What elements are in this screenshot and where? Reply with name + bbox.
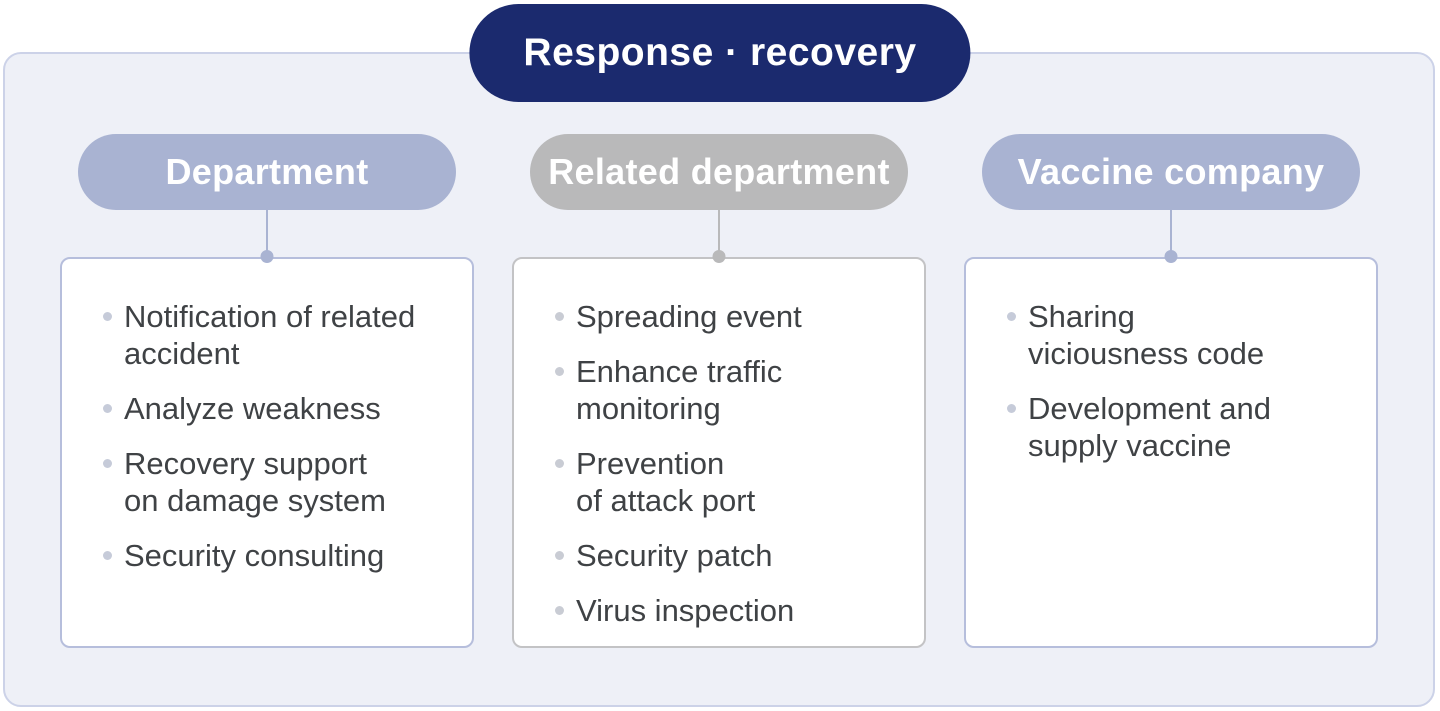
diagram-title: Response · recovery	[523, 31, 917, 74]
list-item: Development and supply vaccine	[1007, 390, 1364, 464]
department-header-pill: Department	[78, 134, 456, 210]
connector-line	[1164, 210, 1178, 263]
related-department-header-pill: Related department	[530, 134, 908, 210]
list-item: Virus inspection	[555, 592, 912, 629]
department-item-list: Notification of related accident Analyze…	[103, 298, 460, 574]
vaccine-company-card: Sharing viciousness code Development and…	[964, 257, 1378, 648]
list-item: Security consulting	[103, 537, 460, 574]
department-card: Notification of related accident Analyze…	[60, 257, 474, 648]
connector-line	[260, 210, 274, 263]
related-department-header-label: Related department	[548, 151, 890, 192]
vaccine-company-item-list: Sharing viciousness code Development and…	[1007, 298, 1364, 464]
connector-dot	[260, 250, 274, 263]
columns-row: Department Notification of related accid…	[60, 134, 1378, 648]
column-department: Department Notification of related accid…	[60, 134, 474, 648]
list-item: Notification of related accident	[103, 298, 460, 372]
column-vaccine-company: Vaccine company Sharing viciousness code…	[964, 134, 1378, 648]
list-item: Enhance traffic monitoring	[555, 353, 912, 427]
related-department-item-list: Spreading event Enhance traffic monitori…	[555, 298, 912, 629]
list-item: Prevention of attack port	[555, 445, 912, 519]
list-item: Sharing viciousness code	[1007, 298, 1364, 372]
connector-dot	[1164, 250, 1178, 263]
list-item: Spreading event	[555, 298, 912, 335]
list-item: Recovery support on damage system	[103, 445, 460, 519]
connector-line	[712, 210, 726, 263]
related-department-card: Spreading event Enhance traffic monitori…	[512, 257, 926, 648]
diagram-board: Department Notification of related accid…	[3, 52, 1435, 707]
title-pill: Response · recovery	[469, 4, 971, 102]
vaccine-company-header-pill: Vaccine company	[982, 134, 1360, 210]
list-item: Security patch	[555, 537, 912, 574]
list-item: Analyze weakness	[103, 390, 460, 427]
department-header-label: Department	[165, 151, 369, 192]
column-related-department: Related department Spreading event Enhan…	[512, 134, 926, 648]
connector-dot	[712, 250, 726, 263]
vaccine-company-header-label: Vaccine company	[1017, 151, 1325, 192]
